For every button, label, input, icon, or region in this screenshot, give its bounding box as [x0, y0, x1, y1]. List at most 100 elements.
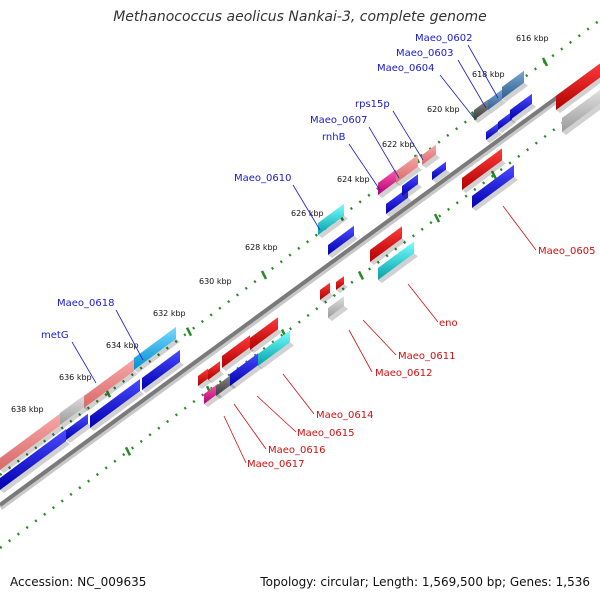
feature-maeo-0616-shadow [216, 384, 236, 399]
feature-cds-c [90, 379, 144, 431]
major-tick [490, 170, 498, 180]
major-tick [260, 270, 268, 280]
feature-maeo-0614-shadow [258, 342, 294, 369]
feature-cds-d-shadow [142, 361, 184, 393]
feature-metG-shadow [0, 425, 64, 473]
feature-maeo-0617-red-shadow [198, 378, 212, 389]
feature-maeo-0611-a [320, 282, 334, 303]
gene-label[interactable]: rps15p [355, 99, 390, 110]
feature-cds-g [402, 174, 422, 199]
feature-cds-a-body [0, 429, 66, 490]
gene-label[interactable]: Maeo_0611 [398, 351, 455, 362]
leader-line [368, 126, 400, 179]
tick-label: 620 kbp [427, 105, 460, 114]
feature-maeo-0617-red [198, 368, 212, 389]
feature-gray-a-body [60, 394, 85, 425]
major-tick [124, 446, 132, 456]
gene-label[interactable]: Maeo_0612 [375, 368, 432, 379]
feature-red-edge [556, 63, 600, 113]
feature-rps15p-shadow [422, 154, 440, 168]
feature-maeo-0611-b [336, 276, 348, 293]
feature-maeo-0615 [230, 353, 262, 389]
tick-label: 628 kbp [245, 243, 278, 252]
feature-maeo-0611-b-shadow [336, 284, 348, 293]
feature-red-0605-a-body [462, 148, 502, 190]
feature-maeo-0607 [396, 154, 422, 186]
feature-maeo-0615-shadow [230, 365, 262, 389]
major-tick [357, 270, 365, 281]
leader-line [348, 143, 381, 191]
feature-maeo-0603 [488, 89, 506, 113]
gene-label[interactable]: Maeo_0616 [268, 445, 325, 456]
leader-line [407, 283, 439, 323]
feature-cds-b-shadow [66, 423, 92, 443]
gene-label[interactable]: eno [439, 318, 458, 329]
feature-eno [378, 241, 418, 283]
feature-maeo-0617-red-body [198, 368, 208, 386]
feature-pink-b [84, 359, 138, 411]
gene-label[interactable]: Maeo_0618 [57, 298, 114, 309]
gene-label[interactable]: metG [41, 330, 69, 341]
feature-maeo-0602-body [502, 70, 524, 99]
tick-label: 626 kbp [291, 209, 324, 218]
feature-red-c [222, 335, 254, 371]
feature-cds-j-body [498, 111, 512, 130]
feature-maeo-0602-shadow [502, 82, 528, 102]
feature-red-d [250, 317, 282, 353]
leader-line [115, 309, 144, 361]
feature-cds-h [432, 161, 450, 183]
feature-cds-j [498, 111, 516, 133]
gene-label[interactable]: Maeo_0615 [297, 428, 354, 439]
feature-maeo-0616 [216, 374, 236, 399]
feature-cds-k-shadow [510, 103, 536, 123]
feature-maeo-0612 [328, 296, 348, 321]
feature-cds-i [486, 123, 502, 143]
gene-label[interactable]: Maeo_0604 [377, 63, 434, 74]
feature-maeo-0603-shadow [488, 99, 506, 113]
feature-cds-e-body [328, 225, 354, 255]
gene-label[interactable]: Maeo_0602 [415, 33, 472, 44]
gene-label[interactable]: Maeo_0614 [316, 410, 373, 421]
tick-label: 618 kbp [472, 70, 505, 79]
feature-maeo-0616-red-shadow [208, 371, 224, 383]
tick-label: 616 kbp [516, 34, 549, 43]
feature-maeo-0605-shadow [472, 176, 518, 211]
inner-tick-ring [0, 94, 600, 549]
feature-metG [0, 413, 64, 473]
leader-line [392, 110, 424, 161]
feature-rps15p-body [422, 144, 436, 165]
gene-label[interactable]: Maeo_0610 [234, 173, 291, 184]
feature-maeo-0617 [204, 383, 222, 407]
gene-label[interactable]: Maeo_0617 [247, 459, 304, 470]
tick-label: 624 kbp [337, 175, 370, 184]
feature-gray-a-shadow [60, 406, 89, 428]
leader-line [457, 59, 487, 109]
gene-label[interactable]: Maeo_0605 [538, 246, 595, 257]
leader-line [233, 403, 267, 450]
feature-maeo-0610-shadow [318, 215, 348, 238]
feature-eno-shadow [378, 253, 418, 283]
genome-backbone [0, 64, 600, 510]
feature-maeo-0616-red [208, 361, 224, 383]
feature-red-c-shadow [222, 347, 254, 371]
feature-maeo-0611-b-body [336, 276, 344, 290]
feature-rnhB [378, 169, 400, 198]
gene-label[interactable]: Maeo_0603 [396, 48, 453, 59]
feature-maeo-0615-body [230, 353, 258, 386]
feature-red-d-shadow [250, 329, 282, 353]
feature-maeo-0602 [502, 70, 528, 102]
feature-gray-edge [562, 89, 600, 135]
feature-cds-g-shadow [402, 184, 422, 199]
feature-maeo-0618-shadow [134, 338, 180, 373]
feature-maeo-0612-shadow [328, 306, 348, 321]
major-tick [433, 213, 441, 223]
feature-cds-c-body [90, 379, 140, 428]
gene-label[interactable]: rnhB [322, 132, 346, 143]
feature-red-0605-a [462, 148, 506, 193]
feature-cds-e [328, 225, 358, 258]
feature-cds-b-body [66, 413, 88, 440]
gene-label[interactable]: Maeo_0607 [310, 115, 367, 126]
feature-rnhB-shadow [378, 181, 400, 198]
major-tick [185, 327, 193, 337]
